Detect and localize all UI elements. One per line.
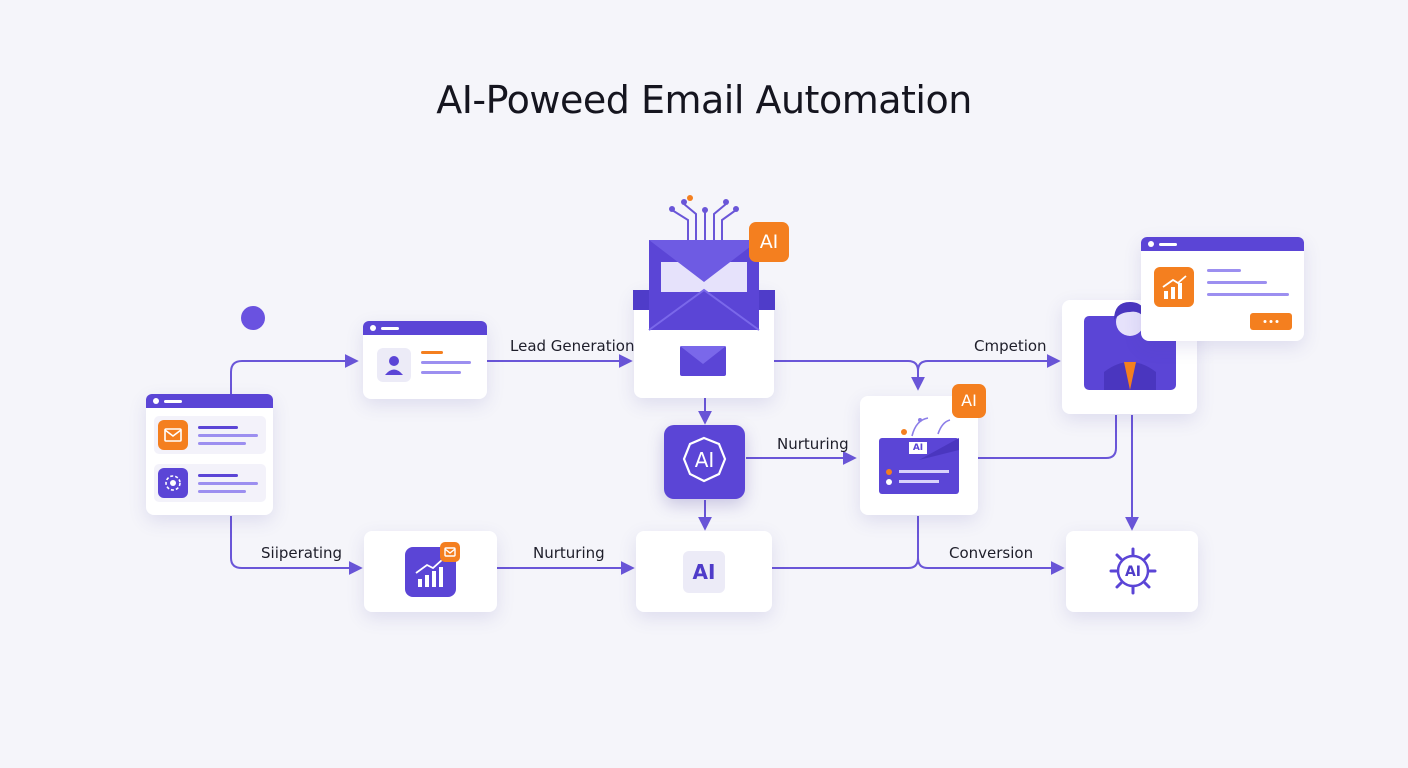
window-titlebar bbox=[146, 394, 273, 408]
report-window[interactable] bbox=[1141, 237, 1304, 341]
start-dot-icon bbox=[241, 306, 265, 330]
envelope-icon bbox=[633, 240, 775, 335]
ai-hexagon-icon bbox=[682, 436, 727, 483]
page-title: AI-Poweed Email Automation bbox=[436, 78, 972, 122]
sparkle-icon bbox=[898, 414, 958, 438]
ai-chip[interactable]: AI bbox=[664, 425, 745, 499]
source-window[interactable] bbox=[146, 394, 273, 515]
analytics-card[interactable] bbox=[364, 531, 497, 612]
label-nurturing-lower: Nurturing bbox=[533, 544, 605, 562]
ai-badge-nurturing: AI bbox=[952, 384, 986, 418]
mail-icon bbox=[158, 420, 188, 450]
neural-lines-icon bbox=[660, 190, 750, 240]
connector-merge-to-gear bbox=[917, 557, 1065, 575]
ai-gear-icon bbox=[1108, 546, 1158, 596]
label-nurturing-upper: Nurturing bbox=[777, 435, 849, 453]
connector-email-to-person bbox=[978, 415, 1117, 459]
ai-bottom-label: AI bbox=[683, 551, 725, 593]
connector-envelope-to-merge bbox=[774, 360, 925, 391]
ai-chip-label: AI bbox=[694, 448, 715, 472]
chart-icon bbox=[1154, 267, 1194, 307]
more-dots-icon bbox=[1263, 320, 1279, 323]
connector-source-to-lead bbox=[230, 354, 359, 395]
source-row-mail[interactable] bbox=[154, 416, 266, 454]
small-envelope-icon bbox=[680, 346, 726, 376]
email-card-ai-text: AI bbox=[912, 443, 924, 453]
label-siiperating: Siiperating bbox=[261, 544, 343, 562]
source-row-gear[interactable] bbox=[154, 464, 266, 502]
label-conversion: Conversion bbox=[949, 544, 1034, 562]
window-titlebar bbox=[1141, 237, 1304, 251]
ai-bottom-card[interactable]: AI bbox=[636, 531, 772, 612]
label-cmpetion: Cmpetion bbox=[974, 337, 1047, 355]
email-message-icon bbox=[879, 432, 959, 494]
label-lead-generation: Lead Generation bbox=[510, 337, 635, 355]
lead-profile-window[interactable] bbox=[363, 321, 487, 399]
nurturing-email-card[interactable]: AI bbox=[860, 396, 978, 515]
connector-merge-to-person bbox=[917, 354, 1061, 372]
connector-bottom-to-gear bbox=[772, 516, 919, 569]
analytics-badge-icon bbox=[440, 542, 460, 562]
user-icon bbox=[377, 348, 411, 382]
connector-source-to-analytics bbox=[230, 516, 363, 575]
gear-icon bbox=[158, 468, 188, 498]
ai-gear-card[interactable]: AI bbox=[1066, 531, 1198, 612]
envelope-card[interactable] bbox=[633, 240, 775, 398]
ai-gear-label: AI bbox=[1124, 564, 1142, 580]
window-titlebar bbox=[363, 321, 487, 335]
ai-badge-top: AI bbox=[749, 222, 789, 262]
more-button[interactable] bbox=[1250, 313, 1292, 330]
